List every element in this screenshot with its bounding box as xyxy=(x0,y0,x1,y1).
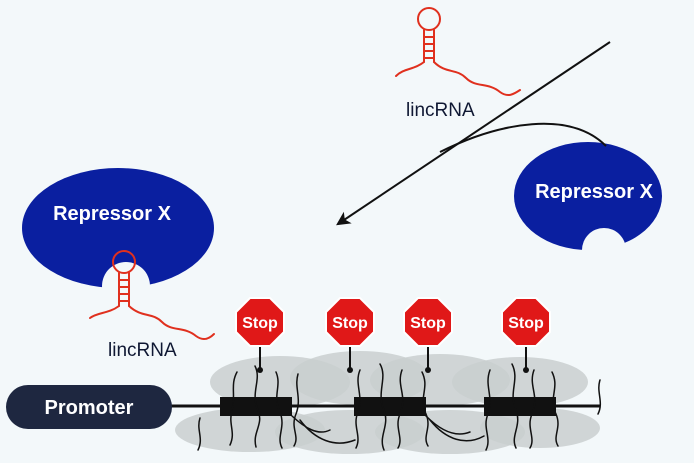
arrow-repressor-path xyxy=(439,122,607,153)
gene-block-2 xyxy=(354,397,426,416)
lincrna-bottom-label: lincRNA xyxy=(108,340,177,361)
stop-label-1: Stop xyxy=(242,315,278,332)
stop-label-2: Stop xyxy=(332,315,368,332)
repressor-right: Repressor X xyxy=(514,142,662,272)
chromatin-fibers xyxy=(197,363,602,451)
stop-sign-1: Stop xyxy=(235,297,285,373)
stop-label-4: Stop xyxy=(508,315,544,332)
promoter-label: Promoter xyxy=(45,397,134,419)
stop-sign-3: Stop xyxy=(403,297,453,373)
promoter: Promoter xyxy=(6,385,172,429)
stop-sign-4: Stop xyxy=(501,297,551,373)
lincrna-top-label: lincRNA xyxy=(406,100,475,121)
stop-label-3: Stop xyxy=(410,315,446,332)
gene-block-3 xyxy=(484,397,556,416)
lincrna-bound xyxy=(89,250,215,341)
repressor-left-label: Repressor X xyxy=(53,203,171,225)
arrow-lincrna-path xyxy=(336,41,611,226)
lincrna-free xyxy=(395,7,521,97)
stop-sign-2: Stop xyxy=(325,297,375,373)
repressor-right-label: Repressor X xyxy=(535,181,653,203)
